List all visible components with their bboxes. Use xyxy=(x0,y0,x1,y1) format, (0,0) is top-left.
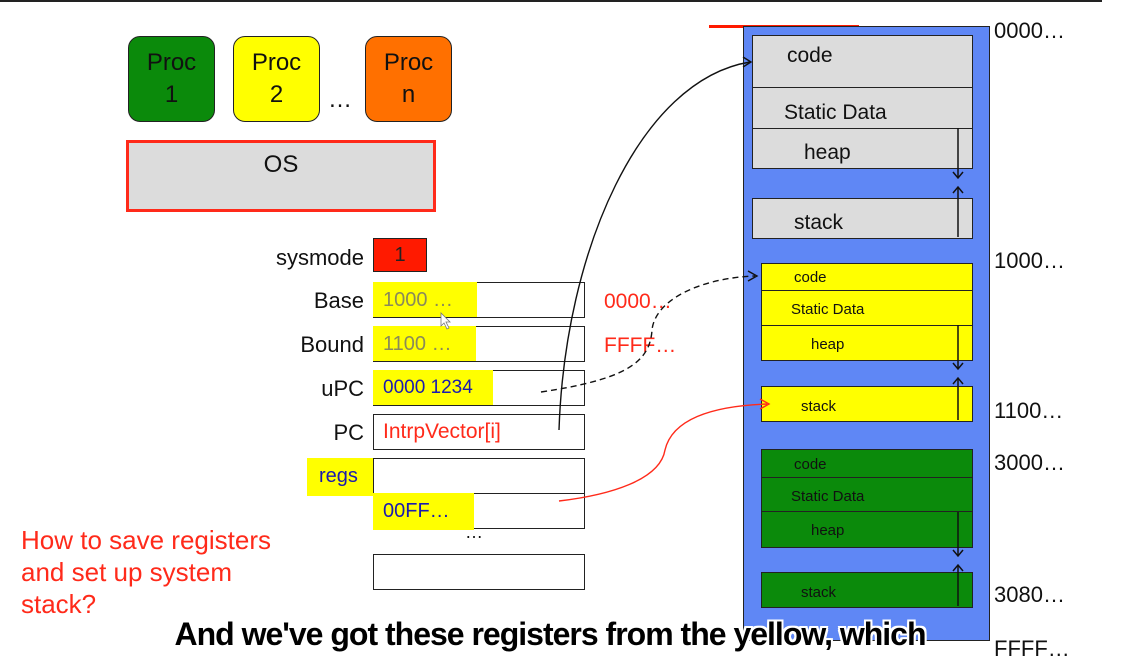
proc2-stack-label: stack xyxy=(801,398,837,415)
proc-2-box: Proc 2 xyxy=(233,36,320,122)
proc-1-box: Proc 1 xyxy=(128,36,215,122)
bound-alt-value: FFFF… xyxy=(604,334,677,357)
os-heap-segment: heap xyxy=(752,128,973,169)
proc-2-number: 2 xyxy=(269,81,284,108)
os-static-segment: Static Data xyxy=(752,87,973,129)
physical-memory: code Static Data heap stack code Static … xyxy=(743,26,990,641)
pc-to-os-code-arrow xyxy=(558,61,751,431)
base-alt-value: 0000… xyxy=(604,290,672,313)
proc1-heap-segment: heap xyxy=(761,511,973,548)
address-label: 3000… xyxy=(994,450,1065,475)
os-stack-label: stack xyxy=(794,211,844,234)
question-line-2: and set up system xyxy=(21,557,232,587)
proc1-code-label: code xyxy=(794,456,827,473)
top-divider xyxy=(0,0,1102,2)
proc-1-number: 1 xyxy=(164,81,179,108)
proc2-static-segment: Static Data xyxy=(761,290,973,326)
base-value: 1000 … xyxy=(373,282,477,317)
proc2-heap-segment: heap xyxy=(761,325,973,361)
os-heap-label: heap xyxy=(804,141,851,164)
address-label: 1000… xyxy=(994,248,1065,273)
upc-value: 0000 1234 xyxy=(373,370,493,405)
proc1-code-segment: code xyxy=(761,449,973,478)
os-box: OS xyxy=(126,140,436,212)
proc1-static-segment: Static Data xyxy=(761,477,973,512)
address-label: 3080… xyxy=(994,582,1065,607)
proc1-heap-label: heap xyxy=(811,522,845,539)
pc-register xyxy=(373,414,585,450)
sysmode-value: 1 xyxy=(373,238,427,272)
proc-2-label: Proc xyxy=(251,49,302,76)
video-subtitle: And we've got these registers from the y… xyxy=(174,616,926,652)
question-line-1: How to save registers xyxy=(21,525,271,555)
proc-1-label: Proc xyxy=(146,49,197,76)
sysmode-label: sysmode xyxy=(275,245,364,270)
proc1-stack-segment: stack xyxy=(761,572,973,608)
question-line-3: stack? xyxy=(21,589,97,619)
bound-label: Bound xyxy=(300,332,364,357)
address-label: 1100… xyxy=(994,398,1064,423)
regs-ellipsis: … xyxy=(465,522,483,542)
pc-label: PC xyxy=(333,420,364,445)
proc2-stack-segment: stack xyxy=(761,386,973,422)
bound-value: 1100 … xyxy=(373,326,476,361)
address-label: FFFF… xyxy=(994,636,1070,661)
proc1-static-label: Static Data xyxy=(791,488,865,505)
proc2-static-label: Static Data xyxy=(791,301,865,318)
proc-n-box: Proc n xyxy=(365,36,452,122)
regs-label: regs xyxy=(307,458,374,496)
regs-value: 00FF… xyxy=(373,493,474,530)
proc2-code-label: code xyxy=(794,269,827,286)
regs-to-proc2-stack-arrow xyxy=(558,403,768,502)
os-code-segment: code xyxy=(752,35,973,88)
base-label: Base xyxy=(313,288,364,313)
proc-n-number: n xyxy=(401,81,416,108)
address-label: 0000… xyxy=(994,18,1065,43)
regs-register-n xyxy=(373,554,585,590)
proc-ellipsis: … xyxy=(328,86,352,113)
proc2-code-segment: code xyxy=(761,263,973,291)
proc-n-label: Proc xyxy=(383,49,434,76)
regs-register-1 xyxy=(373,458,585,494)
proc2-heap-label: heap xyxy=(811,336,845,353)
proc1-stack-label: stack xyxy=(801,584,837,601)
pc-value: IntrpVector[i] xyxy=(383,420,501,443)
os-static-label: Static Data xyxy=(784,101,887,124)
question-text: How to save registers and set up system … xyxy=(21,524,271,620)
os-code-label: code xyxy=(787,44,833,67)
os-stack-segment: stack xyxy=(752,198,973,239)
upc-label: uPC xyxy=(321,376,364,401)
